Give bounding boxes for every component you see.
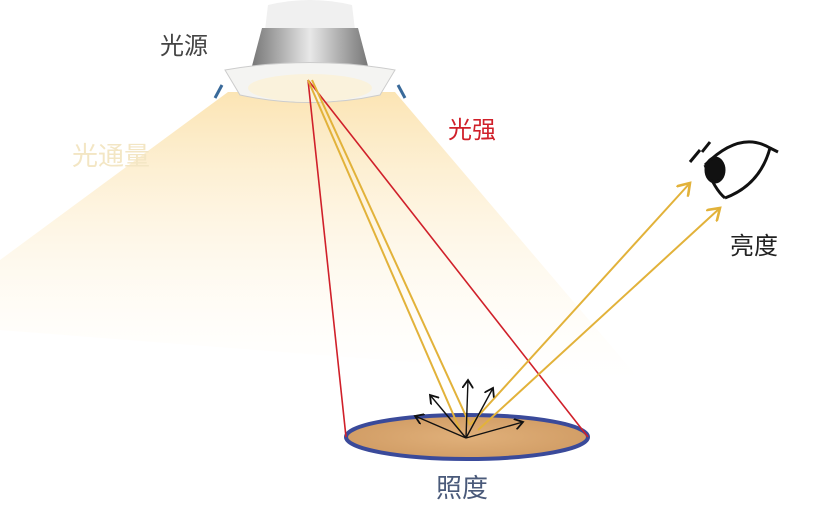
eye-icon bbox=[688, 140, 779, 200]
light-source-label: 光源 bbox=[160, 32, 208, 60]
light-beam bbox=[0, 92, 640, 380]
luminous-intensity-label: 光强 bbox=[448, 116, 496, 144]
intensity-cone bbox=[307, 79, 589, 438]
luminance-label: 亮度 bbox=[730, 232, 778, 260]
incident-rays bbox=[307, 79, 471, 431]
downlight-lamp bbox=[213, 0, 407, 103]
luminous-flux-label: 光通量 bbox=[72, 142, 151, 172]
reflection-arrows bbox=[415, 380, 523, 439]
reflected-rays bbox=[469, 183, 720, 431]
illuminance-label: 照度 bbox=[436, 474, 489, 504]
